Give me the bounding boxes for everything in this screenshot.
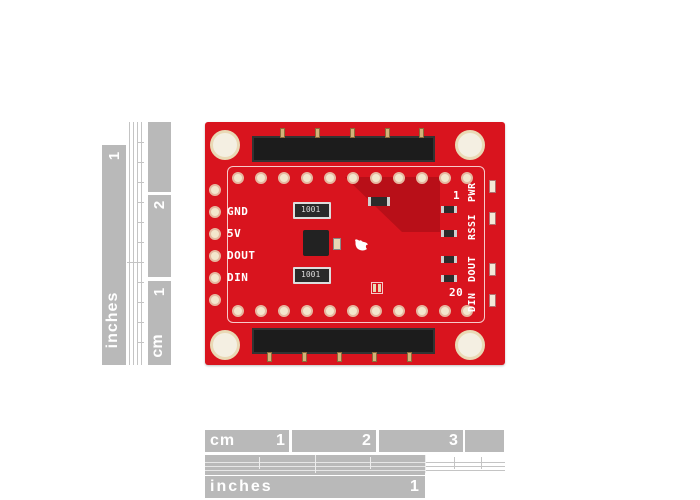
- regulator-capacitor: [333, 238, 341, 250]
- resistor-top-marking: 1001: [301, 205, 321, 214]
- vertical-inches-bar: [102, 145, 126, 365]
- horizontal-cm-label: cm: [210, 432, 236, 449]
- sparkfun-flame-logo: [353, 238, 369, 252]
- pcb-board: GND 5V DOUT DIN 1 20 PWR RSSI DOUT DIN 1…: [205, 122, 505, 365]
- resistor-bottom: 1001: [293, 267, 331, 284]
- horizontal-cm-bar-4: [465, 430, 504, 452]
- vertical-inches-number: 1: [106, 151, 123, 161]
- solder-jumper: [371, 282, 383, 294]
- label-dout-right: DOUT: [467, 255, 478, 282]
- horizontal-cm-bar-1: [205, 430, 289, 452]
- label-din-right: DIN: [467, 292, 478, 312]
- vertical-cm-bar-middle: [148, 195, 171, 277]
- bottom-pin-header: [252, 328, 435, 354]
- led-din: [489, 294, 496, 307]
- led-resistor-1: [441, 206, 457, 213]
- horizontal-cm-number-1: 1: [276, 432, 285, 449]
- label-dout-left: DOUT: [227, 249, 256, 262]
- label-5v: 5V: [227, 227, 242, 240]
- horizontal-cm-bar-3: [379, 430, 463, 452]
- label-din-left: DIN: [227, 271, 249, 284]
- led-pwr: [489, 180, 496, 193]
- label-rssi: RSSI: [467, 213, 478, 240]
- pin-number-20: 20: [449, 286, 464, 299]
- horizontal-cm-number-2: 2: [362, 432, 371, 449]
- pin-number-1: 1: [453, 189, 461, 202]
- resistor-bottom-marking: 1001: [301, 270, 321, 279]
- voltage-regulator: [303, 230, 329, 256]
- horizontal-inches-number: 1: [410, 478, 419, 495]
- led-dout: [489, 263, 496, 276]
- horizontal-cm-bar-2: [292, 430, 376, 452]
- horizontal-cm-number-3: 3: [449, 432, 458, 449]
- resistor-top: 1001: [293, 202, 331, 219]
- vertical-inch-ticks: [127, 122, 144, 365]
- horizontal-inches-bar: [205, 476, 425, 498]
- xbee-footprint-outline: [227, 166, 485, 323]
- vertical-cm-number-1: 1: [151, 287, 168, 297]
- led-rssi: [489, 212, 496, 225]
- vertical-cm-number-2: 2: [151, 200, 168, 210]
- led-resistor-3: [441, 256, 457, 263]
- horizontal-inch-ticks: [205, 455, 505, 475]
- vertical-cm-bar-bottom: [148, 281, 171, 365]
- top-pin-header: [252, 136, 435, 162]
- mounting-hole-bottom-left: [210, 330, 240, 360]
- mounting-hole-bottom-right: [455, 330, 485, 360]
- led-resistor-4: [441, 275, 457, 282]
- mounting-hole-top-left: [210, 130, 240, 160]
- led-resistor-2: [441, 230, 457, 237]
- vertical-cm-label: cm: [149, 334, 166, 358]
- label-gnd: GND: [227, 205, 249, 218]
- mounting-hole-top-right: [455, 130, 485, 160]
- vertical-cm-bar-top: [148, 122, 171, 192]
- horizontal-inches-label: inches: [210, 478, 273, 495]
- vertical-inches-label: inches: [104, 291, 121, 349]
- label-pwr: PWR: [467, 182, 478, 202]
- diode: [368, 197, 390, 206]
